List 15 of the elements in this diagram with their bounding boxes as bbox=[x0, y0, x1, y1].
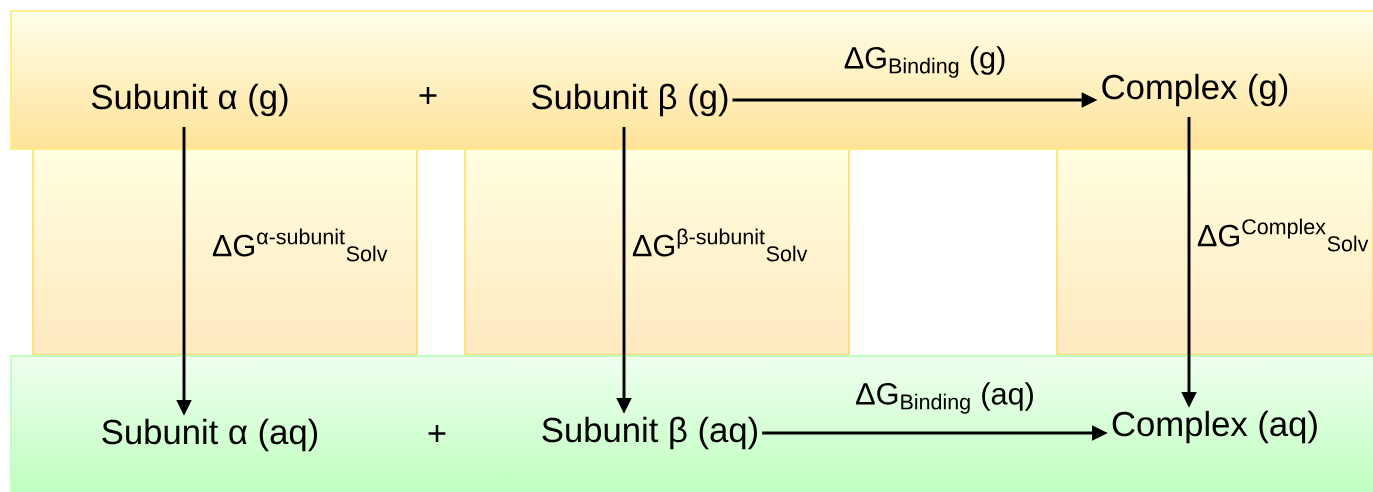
edge-label: ΔG$^{α-subunit}$Solv bbox=[212, 228, 388, 262]
plus-sign: + bbox=[428, 425, 446, 442]
edge-label: ΔG$^{β-subunit}$Solv bbox=[632, 228, 808, 262]
species-label: Subunit β (g) bbox=[532, 83, 728, 117]
species-label: Subunit β (aq) bbox=[542, 416, 757, 450]
band bbox=[10, 10, 1373, 150]
edge-label: ΔG$_{Binding}$ (aq) bbox=[856, 382, 1033, 414]
edge-label: ΔG$_{Binding}$ (g) bbox=[844, 46, 1005, 78]
plus-sign: + bbox=[419, 87, 437, 104]
species-label: Complex (g) bbox=[1102, 73, 1288, 107]
band bbox=[10, 355, 1373, 492]
species-label: Subunit α (aq) bbox=[102, 418, 318, 452]
species-label: Subunit α (g) bbox=[91, 83, 288, 117]
edge-label: ΔG$^{Complex}$Solv bbox=[1197, 218, 1369, 252]
species-label: Complex (aq) bbox=[1112, 410, 1317, 444]
